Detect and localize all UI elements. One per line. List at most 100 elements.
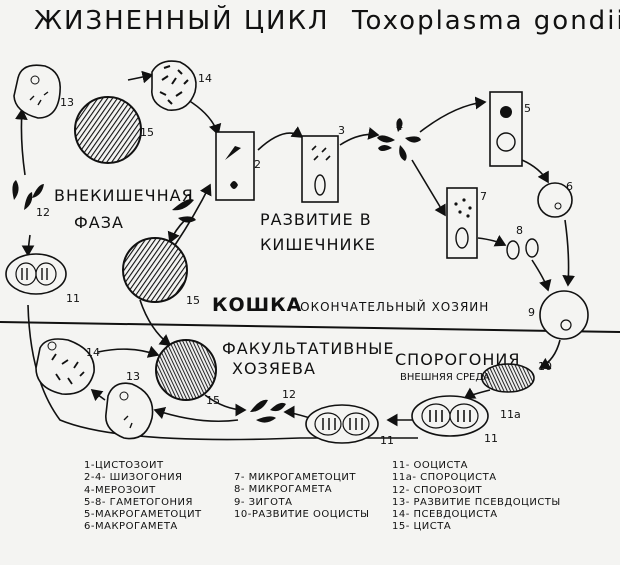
stage-num-15-top: 15 <box>140 126 154 139</box>
arrow-10-to-11 <box>463 387 491 399</box>
label-optional-hosts-1: ФАКУЛЬТАТИВНЫЕ <box>222 339 395 358</box>
host-divider-line <box>0 321 620 333</box>
label-optional-hosts-2: ХОЗЯЕВА <box>232 359 316 378</box>
arrow-13-to-14-lower <box>90 388 106 402</box>
stage-num-13-lower: 13 <box>126 370 140 383</box>
legend-item: 5-8- ГАМЕТОГОНИЯ <box>84 496 193 508</box>
arrow-1-to-15 <box>167 219 186 244</box>
cyst-15-lower <box>155 339 217 401</box>
microgamete-8b <box>525 238 539 258</box>
arrow-15-to-12-lower <box>204 394 247 417</box>
macrogamete-6 <box>537 182 573 218</box>
stage-num-12-lower: 12 <box>282 388 296 401</box>
stage-num-5: 5 <box>524 102 531 115</box>
stage-num-14-lower: 14 <box>86 346 100 359</box>
cystozoites-1 <box>172 199 196 223</box>
stage-num-11-middle: 11 <box>380 434 394 447</box>
cell-13-lower <box>105 382 154 440</box>
stage-num-6: 6 <box>566 180 573 193</box>
cell-5 <box>489 91 523 167</box>
stage-num-4: 4 <box>396 120 403 133</box>
legend-item: 11а- СПОРОЦИСТА <box>392 472 497 484</box>
label-extra-phase-1: ВНЕКИШЕЧНАЯ <box>54 186 194 205</box>
stage-num-14-top: 14 <box>198 72 212 85</box>
arrow-15-to-11 <box>139 299 172 346</box>
legend-item: 6-МАКРОГАМЕТА <box>84 521 178 533</box>
arrow-12-to-13-lower <box>153 406 239 423</box>
stage-num-7: 7 <box>480 190 487 203</box>
stage-num-9: 9 <box>528 306 535 319</box>
stage-num-13-top: 13 <box>60 96 74 109</box>
arrow-15-to-1 <box>174 183 212 246</box>
arrow-12-to-11-left <box>21 234 35 257</box>
stage-num-11a: 11a <box>500 408 521 421</box>
legend-item: 1-ЦИСТОЗОИТ <box>84 460 164 471</box>
cyst-15-middle <box>122 237 188 303</box>
enterocyte-2 <box>215 131 255 201</box>
stage-num-10: 10 <box>538 360 552 373</box>
merozoites-4 <box>377 118 421 161</box>
arrow-12-to-13-left <box>14 108 28 176</box>
label-extra-phase-2: ФАЗА <box>74 213 124 232</box>
arrow-4-to-5 <box>419 96 487 133</box>
legend-item: 14- ПСЕВДОЦИСТА <box>392 509 498 521</box>
legend-item: 7- МИКРОГАМЕТОЦИТ <box>234 472 356 483</box>
legend-item: 10-РАЗВИТИЕ ООЦИСТЫ <box>234 508 370 520</box>
legend-item: 4-МЕРОЗОИТ <box>84 484 156 496</box>
legend-item: 8- МИКРОГАМЕТА <box>234 484 333 496</box>
cell-7 <box>446 187 478 259</box>
legend-column-2: 7- МИКРОГАМЕТОЦИТ 8- МИКРОГАМЕТА 9- ЗИГО… <box>234 472 369 521</box>
stage-num-15-middle: 15 <box>186 294 200 307</box>
arrow-4-to-7 <box>411 159 446 217</box>
legend-item: 13- РАЗВИТИЕ ПСЕВДОЦИСТЫ <box>392 496 561 508</box>
stage-num-11-left: 11 <box>66 292 80 305</box>
arrow-8-to-9 <box>531 259 552 292</box>
arrow-3-to-4 <box>339 127 380 146</box>
stage-num-8: 8 <box>516 224 523 237</box>
stage-num-1: 1 <box>186 192 193 205</box>
legend-item: 5-МАКРОГАМЕТОЦИТ <box>84 509 202 521</box>
oocyst-11-middle <box>305 404 379 444</box>
cyst-15-top <box>74 96 142 164</box>
sporozoites-12-left <box>12 180 44 210</box>
legend-item: 11- ООЦИСТА <box>392 460 468 471</box>
legend-column-1: 1-ЦИСТОЗОИТ 2-4- ШИЗОГОНИЯ 4-МЕРОЗОИТ 5-… <box>84 460 202 534</box>
label-cat: КОШКА <box>212 294 303 316</box>
sporozoites-12-lower <box>250 399 286 423</box>
legend-item: 12- СПОРОЗОИТ <box>392 484 483 496</box>
arrow-14-to-15-lower <box>97 345 160 358</box>
legend-item: 2-4- ШИЗОГОНИЯ <box>84 472 183 484</box>
stage-num-15-lower: 15 <box>206 394 220 407</box>
microgamete-8a <box>506 240 520 260</box>
title-left: ЖИЗНЕННЫЙ ЦИКЛ <box>34 6 330 36</box>
stage-num-12-left: 12 <box>36 206 50 219</box>
arrow-9-to-10 <box>538 339 561 370</box>
arrow-15-to-14 <box>127 70 154 84</box>
label-external: ВНЕШНЯЯ СРЕДА <box>400 372 490 383</box>
legend-item: 15- ЦИСТА <box>392 521 452 533</box>
arrow-2-to-3 <box>257 126 304 151</box>
label-cat-rest: - ОКОНЧАТЕЛЬНЫЙ ХОЗЯИН <box>290 300 490 314</box>
cell-13-top <box>13 64 62 119</box>
arrow-left-down <box>27 304 418 441</box>
stage-num-3: 3 <box>338 124 345 137</box>
label-intestine-1: РАЗВИТИЕ В <box>260 210 372 229</box>
legend-item: 9- ЗИГОТА <box>234 496 293 508</box>
arrow-14-to-2 <box>187 99 222 136</box>
oocyst-10 <box>481 363 535 393</box>
label-intestine-2: КИШЕЧНИКЕ <box>260 235 376 254</box>
zygote-9 <box>539 290 589 340</box>
arrow-6-to-9 <box>562 219 576 287</box>
label-sporogony: СПОРОГОНИЯ <box>395 350 521 369</box>
stage-num-2: 2 <box>254 158 261 171</box>
arrow-7-to-8 <box>477 234 507 247</box>
enterocyte-3 <box>301 135 339 203</box>
arrow-11-to-12 <box>283 405 311 419</box>
stage-num-11-right: 11 <box>484 432 498 445</box>
pseudocyst-14-top <box>151 60 197 111</box>
arrow-5-to-6 <box>521 159 549 184</box>
title-right: Toxoplasma gondii <box>352 6 620 36</box>
legend-column-3: 11- ООЦИСТА 11а- СПОРОЦИСТА 12- СПОРОЗОИ… <box>392 460 561 534</box>
